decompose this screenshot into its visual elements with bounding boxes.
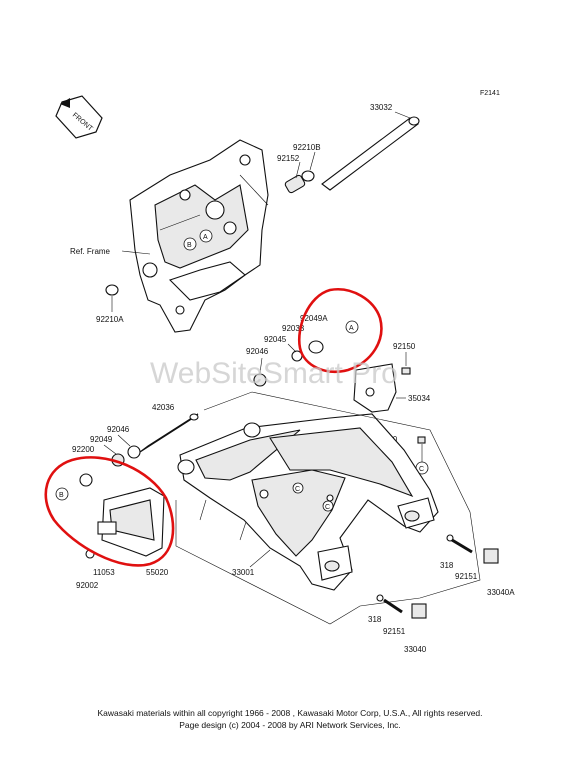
nut-92210a	[105, 284, 119, 296]
label-92210a: 92210A	[96, 315, 124, 324]
ref-marker-b-frame-label: B	[187, 242, 192, 249]
figure-code: F2141	[480, 90, 500, 97]
label-92049: 92049	[90, 435, 113, 444]
label-92150: 92150	[393, 342, 416, 351]
ref-marker-a-right	[345, 320, 359, 334]
label-92033: 92033	[282, 324, 305, 333]
bolt-92150	[401, 367, 411, 375]
watermark: WebSiteSmart Pro	[150, 357, 398, 390]
ref-marker-b-left-label: B	[59, 492, 64, 499]
label-92045: 92045	[264, 335, 287, 344]
front-arrow-icon: FRONT	[55, 95, 103, 139]
ref-marker-c-right-label: C	[419, 466, 424, 473]
swing-arm-33001	[177, 413, 439, 591]
label-11053: 11053	[93, 568, 115, 577]
frame-section	[129, 139, 269, 333]
label-92002: 92002	[76, 581, 99, 590]
adjuster-33040	[411, 603, 427, 619]
ref-frame-label: Ref. Frame	[70, 247, 111, 256]
ref-marker-b-left	[55, 487, 69, 501]
copyright-line-1: Kawasaki materials within all copyright …	[97, 708, 483, 718]
label-92046-top: 92046	[246, 347, 269, 356]
cap-92200	[79, 473, 93, 487]
label-33040a: 33040A	[487, 588, 515, 597]
sleeve-42036	[139, 413, 199, 453]
label-92210b: 92210B	[293, 143, 321, 152]
ref-marker-a-frame	[199, 229, 213, 243]
assembly-outline	[175, 391, 481, 625]
bearing-92046-top	[253, 373, 267, 387]
bearing-92046-left	[127, 445, 141, 459]
label-92200: 92200	[72, 445, 95, 454]
label-92151-bottom: 92151	[383, 627, 406, 636]
ref-marker-c-2	[322, 500, 334, 512]
bracket-35034	[353, 363, 397, 413]
label-55020: 55020	[146, 568, 169, 577]
label-318-bottom: 318	[368, 615, 382, 624]
ref-marker-c-1	[292, 482, 304, 494]
nut-92210	[417, 436, 426, 444]
nut-92210b	[301, 170, 315, 182]
ref-marker-c-2-label: C	[325, 504, 330, 511]
bushing-92152	[284, 174, 306, 194]
label-33001: 33001	[232, 568, 255, 577]
copyright-line-2: Page design (c) 2004 - 2008 by ARI Netwo…	[179, 720, 401, 730]
label-33032: 33032	[370, 103, 393, 112]
ref-marker-a-frame-label: A	[203, 234, 208, 241]
ref-marker-b-frame	[183, 237, 197, 251]
label-92046-left: 92046	[107, 425, 130, 434]
plate-11053	[97, 521, 117, 535]
ref-marker-c-1-label: C	[295, 486, 300, 493]
seal-92049a	[308, 340, 324, 354]
bolt-318-right	[446, 534, 454, 542]
label-42036: 42036	[152, 403, 175, 412]
label-318-right: 318	[440, 561, 454, 570]
bolt-318-bottom	[376, 594, 384, 602]
label-33040: 33040	[404, 645, 427, 654]
label-92152: 92152	[277, 154, 300, 163]
highlight-ring-seal	[297, 288, 383, 374]
pivot-shaft	[321, 111, 420, 191]
label-92049a: 92049A	[300, 314, 328, 323]
ref-marker-a-right-label: A	[349, 325, 354, 332]
label-35034: 35034	[408, 394, 431, 403]
chain-guard-55020	[97, 487, 165, 557]
highlight-ring-chain-guard	[44, 456, 175, 567]
adjuster-33040a	[483, 548, 499, 564]
label-92151-right: 92151	[455, 572, 478, 581]
